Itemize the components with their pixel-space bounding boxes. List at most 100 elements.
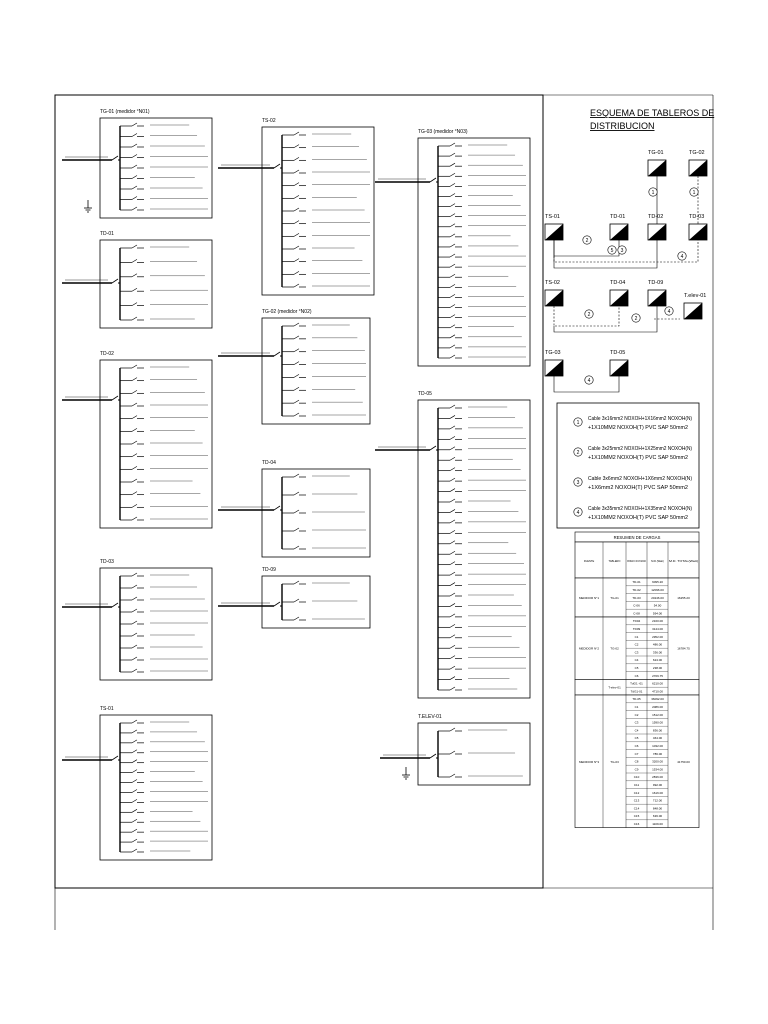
circuit-breaker	[449, 519, 456, 524]
schema-node-fill-td04	[610, 290, 628, 306]
legend-line2: +1X10MM2 NOXOH(T) PVC SAP 50mm2	[588, 425, 688, 431]
circuit-breaker	[131, 364, 138, 369]
board-frame-td03	[99, 567, 213, 681]
circuit-breaker	[131, 133, 138, 137]
legend-number: 3	[577, 480, 580, 486]
circuit-breaker	[449, 571, 456, 576]
loads-subboard-cell: C12	[634, 791, 640, 795]
main-breaker-td03	[111, 602, 119, 608]
loads-subboard-cell: C15	[634, 814, 640, 818]
cable-number-label: 4	[588, 378, 591, 384]
legend-line1: Cable 3x35mm2 NOXOH+1X35mm2 NOXOH(N)	[588, 506, 692, 512]
circuit-breaker	[131, 453, 138, 457]
loads-tablero-cell: T-elev-01	[608, 686, 621, 690]
loads-md-cell: 2952.00	[652, 635, 663, 639]
board-frame-telev	[417, 722, 531, 786]
board-frame-ts02	[261, 126, 375, 296]
circuit-breaker	[293, 182, 300, 186]
loads-md-cell: 1590.00	[652, 721, 663, 725]
circuit-breaker	[449, 344, 456, 349]
circuit-breaker	[449, 273, 456, 278]
schema-connection	[553, 240, 658, 269]
board-frame-tg02	[261, 317, 371, 425]
loads-total-cell: 16784.75	[677, 647, 690, 651]
circuit-breaker	[449, 304, 456, 308]
main-breaker-telev	[429, 753, 437, 759]
cable-number-label: 4	[668, 309, 671, 315]
circuit-breaker	[131, 838, 138, 843]
circuit-breaker	[131, 620, 138, 625]
circuit-breaker	[293, 283, 300, 288]
circuit-breaker	[131, 504, 138, 508]
board-td03: TD-03	[62, 559, 213, 681]
circuit-breaker	[449, 727, 456, 732]
circuit-breaker	[293, 157, 300, 161]
loads-header-cell: SUBTABLERO O CIRCUITO DERIVADO	[627, 559, 646, 563]
loads-md-cell: 2709.75	[652, 674, 663, 678]
circuit-breaker	[449, 613, 456, 618]
circuit-breaker	[131, 828, 138, 833]
circuit-breaker	[293, 580, 300, 585]
load-summary-table: RESUMEN DE CARGASFUENTETABLEROSUBTABLERO…	[574, 531, 700, 828]
schema-node-fill-td05	[610, 360, 628, 376]
loads-subboard-cell: C9	[635, 767, 639, 771]
loads-md-cell: 1616.00	[652, 791, 663, 795]
circuit-breaker	[131, 206, 138, 211]
board-title-td01: TD-01	[100, 231, 114, 237]
circuit-breaker	[449, 540, 456, 545]
loads-md-cell: 4710.00	[652, 689, 663, 693]
loads-md-cell: 1109.00	[652, 822, 663, 826]
circuit-breaker	[449, 193, 456, 197]
loads-subboard-cell: TdG1 -01	[630, 682, 643, 686]
circuit-breaker	[449, 582, 456, 586]
circuit-breaker	[293, 322, 300, 327]
legend-number: 4	[577, 510, 580, 516]
schema-connection	[553, 240, 699, 263]
schema-node-fill-td09	[648, 290, 666, 306]
cable-number-marker	[582, 235, 592, 245]
circuit-breaker	[131, 164, 138, 169]
circuit-breaker	[131, 759, 138, 763]
circuit-breaker	[293, 220, 300, 224]
schema-node-label-td03: TD-03	[689, 214, 704, 220]
loads-subboard-cell: C1	[635, 635, 639, 639]
circuit-breaker	[131, 516, 138, 521]
circuit-breaker	[449, 415, 456, 419]
loads-subboard-cell: C6	[635, 674, 639, 678]
loads-md-cell: 3144.00	[652, 627, 663, 631]
circuit-breaker	[449, 203, 456, 207]
loads-header-cell: M.D.(Watt)	[651, 559, 664, 563]
circuit-breaker	[131, 739, 138, 744]
loads-group-frame	[574, 694, 700, 828]
loads-subboard-cell: C2	[635, 713, 639, 717]
circuit-breaker	[293, 399, 300, 404]
loads-md-cell: 6210.00	[652, 682, 663, 686]
loads-fuente-cell: MEDIDOR N°3	[579, 760, 599, 764]
circuit-breaker	[449, 750, 456, 755]
loads-subboard-cell: TD04	[633, 619, 641, 623]
board-ts02: TS-02	[218, 118, 375, 296]
board-td04: TD-04	[218, 460, 371, 558]
loads-md-cell: 1032.00	[652, 744, 663, 748]
circuit-breaker	[449, 213, 456, 217]
loads-fuente-cell: MEDIDOR N°2	[579, 647, 599, 651]
loads-md-cell: 594.00	[653, 611, 663, 615]
main-breaker-ts01	[111, 755, 119, 761]
loads-subboard-cell: C4	[635, 728, 639, 732]
boards-layer: TG-01 (medidor °N01)TD-01TD-02TD-03TS-01…	[62, 109, 531, 861]
loads-subboard-cell: C6	[635, 744, 639, 748]
circuit-breaker	[449, 284, 456, 288]
circuit-breaker	[131, 789, 138, 793]
cable-number-label: 4	[681, 254, 684, 260]
loads-fuente-cell: MEDIDOR N°1	[579, 596, 599, 600]
loads-subboard-cell: C14	[634, 806, 640, 810]
circuit-breaker	[131, 377, 138, 381]
loads-md-cell: 20246.00	[651, 596, 664, 600]
board-title-tg01: TG-01 (medidor °N01)	[100, 109, 150, 115]
circuit-breaker	[131, 466, 138, 470]
schema-node-label-td05: TD-05	[610, 350, 625, 356]
circuit-breaker	[449, 314, 456, 318]
schema-node-label-telev: T.elev-01	[684, 293, 706, 299]
